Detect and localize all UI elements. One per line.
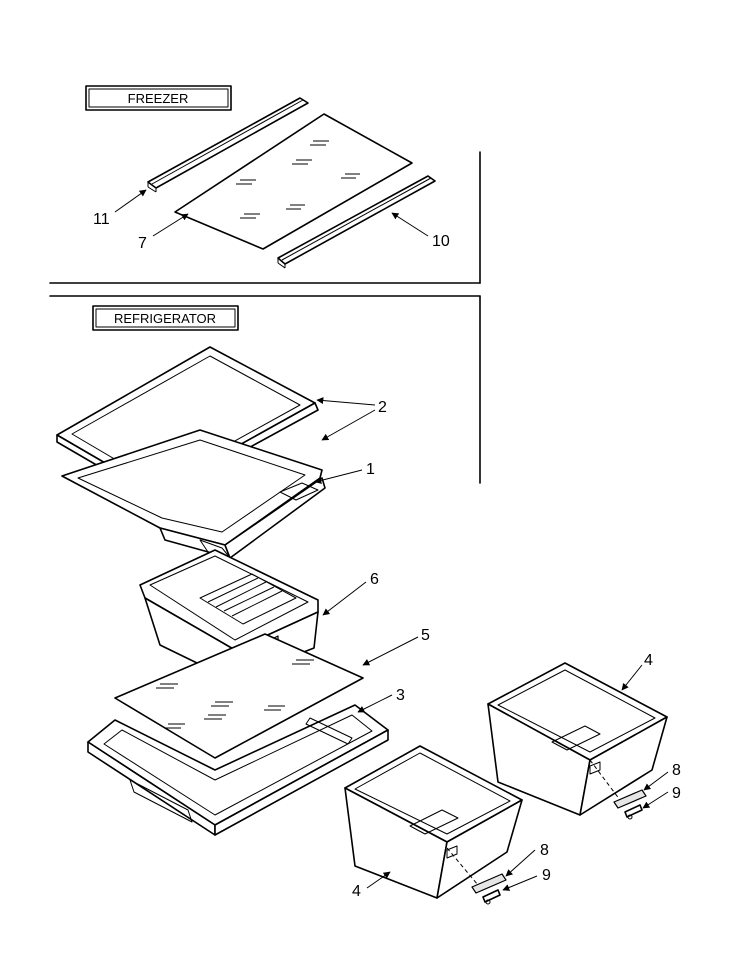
leader-lines bbox=[114, 189, 669, 891]
drawer-label-right bbox=[613, 789, 647, 820]
callouts: 11 7 10 2 1 6 5 3 4 8 9 8 9 4 bbox=[93, 211, 681, 900]
callout-6: 6 bbox=[370, 571, 379, 588]
freezer-frame bbox=[49, 151, 481, 284]
freezer-rail-left bbox=[147, 97, 309, 193]
callout-10: 10 bbox=[432, 233, 450, 250]
callout-4-right: 4 bbox=[644, 652, 653, 669]
callout-11: 11 bbox=[93, 211, 110, 228]
refrigerator-label-box: REFRIGERATOR bbox=[92, 305, 239, 331]
callout-4-left: 4 bbox=[352, 883, 361, 900]
crisper-support-frame bbox=[87, 704, 389, 836]
callout-2: 2 bbox=[378, 399, 387, 416]
refrigerator-frame bbox=[49, 295, 481, 484]
crisper-glass-cover bbox=[114, 633, 364, 759]
freezer-label: FREEZER bbox=[128, 91, 189, 106]
callout-9-right: 9 bbox=[672, 785, 681, 802]
callout-1: 1 bbox=[366, 461, 375, 478]
callout-8-right: 8 bbox=[672, 762, 681, 779]
callout-8-left: 8 bbox=[540, 842, 549, 859]
callout-3: 3 bbox=[396, 687, 405, 704]
callout-7: 7 bbox=[138, 235, 147, 252]
refrigerator-label: REFRIGERATOR bbox=[114, 311, 216, 326]
crisper-drawer-right bbox=[487, 662, 668, 816]
callout-9-left: 9 bbox=[542, 867, 551, 884]
drawer-label-left bbox=[471, 873, 507, 905]
freezer-rail-right bbox=[277, 175, 436, 269]
freezer-label-box: FREEZER bbox=[85, 85, 232, 111]
callout-5: 5 bbox=[421, 627, 430, 644]
freezer-glass-shelf bbox=[174, 113, 413, 250]
crisper-drawer-left bbox=[344, 745, 523, 899]
